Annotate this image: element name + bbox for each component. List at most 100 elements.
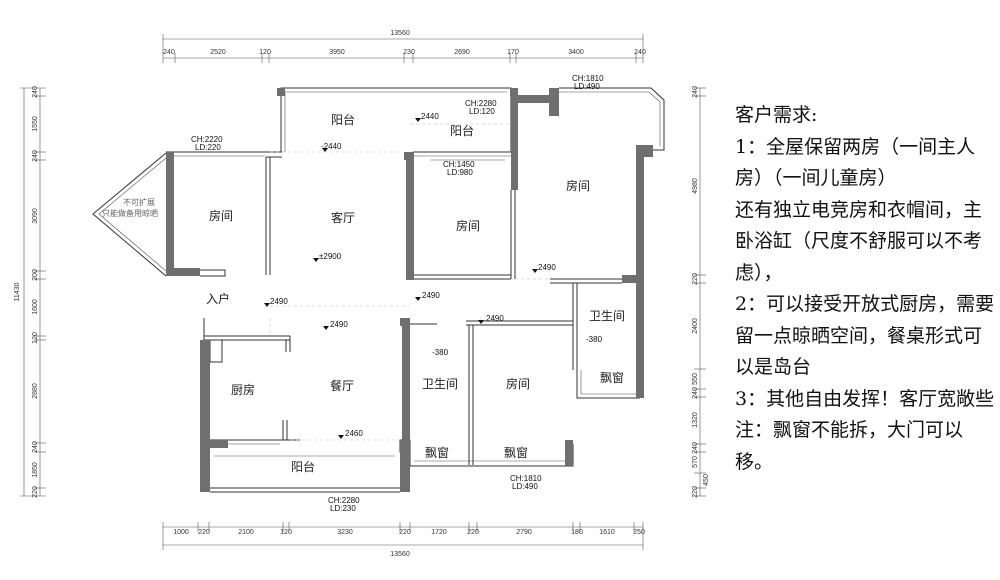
dim-bottom-2: 2100	[238, 529, 254, 536]
dim-right-10: 220	[692, 486, 699, 498]
room-balcony-top-left: 阳台	[331, 112, 355, 127]
right-dimension-chain: 240 4980 220 2400 550 240 1320 240 570 4…	[692, 86, 710, 498]
svg-text:2460: 2460	[345, 429, 363, 438]
level-mark-380-a: -380	[432, 348, 449, 357]
room-balcony-top-mid: 阳台	[450, 123, 474, 138]
room-kitchen: 厨房	[231, 382, 255, 397]
dim-right-4: 550	[692, 373, 699, 385]
annotation-ld230: LD:230	[330, 504, 356, 513]
annotation-ch1450: CH:1450	[443, 160, 475, 169]
room-bay-window-right: 飘窗	[600, 371, 624, 385]
dim-left-1: 1550	[32, 116, 39, 132]
dim-left-5: 1600	[32, 299, 39, 315]
room-living: 客厅	[331, 210, 355, 225]
note-no-expand-2: 只能做备用晾晒	[102, 208, 158, 218]
svg-text:2490: 2490	[330, 320, 348, 329]
annotation-ch1810-bottom: CH:1810	[510, 474, 542, 483]
level-mark-2490-a: 2490	[532, 263, 556, 273]
room-bay-window-2: 飘窗	[504, 446, 528, 460]
dim-top-8: 240	[634, 49, 646, 56]
dim-right-7: 240	[692, 442, 699, 454]
room-labels: 阳台 阳台 房间 客厅 房间 房间 入户 厨房 餐厅 卫生间 房间 卫生间 飘窗…	[206, 112, 625, 474]
annotation-ld220: LD:220	[195, 143, 221, 152]
svg-text:±2900: ±2900	[319, 252, 342, 261]
unexpandable-note: 不可扩展 只能做备用晾晒	[102, 197, 158, 218]
dim-top-5: 2690	[454, 49, 470, 56]
dim-left-4: 200	[32, 269, 39, 281]
level-mark-2900: ±2900	[313, 252, 342, 262]
room-bay-window-1: 飘窗	[425, 446, 449, 460]
note-no-expand-1: 不可扩展	[123, 197, 155, 207]
floor-plan: 13560 240 2520 120 3950 230 2690 170 340…	[14, 30, 710, 558]
annotation-ld120: LD:120	[469, 107, 495, 116]
dim-top-3: 3950	[329, 49, 345, 56]
dim-top-4: 230	[403, 49, 415, 56]
annotation-ch2280-bottom: CH:2280	[328, 496, 360, 505]
dim-right-0: 240	[692, 86, 699, 98]
level-mark-380-b: -380	[586, 335, 603, 344]
room-balcony-bottom: 阳台	[291, 459, 315, 474]
dim-right-6: 1320	[692, 412, 699, 428]
svg-text:-2440: -2440	[321, 142, 342, 151]
level-mark-2490-b: 2490	[415, 291, 440, 301]
level-mark-2440-b: -2440	[321, 142, 342, 152]
level-mark-2460: 2460	[338, 429, 363, 439]
room-bathroom-mid: 卫生间	[422, 377, 458, 391]
top-dimension-chain: 13560 240 2520 120 3950 230 2690 170 340…	[162, 30, 646, 63]
window-annotations: CH:2220 LD:220 CH:2280 LD:120 CH:1810 LD…	[191, 74, 604, 513]
room-bedroom-left: 房间	[209, 208, 233, 223]
note-item-4: 3：其他自由发挥！客厅宽敞些	[735, 387, 995, 410]
svg-text:2490: 2490	[422, 291, 440, 300]
note-item-5: 注：飘窗不能拆，大门可以移。	[735, 419, 964, 473]
dim-bottom-0: 1000	[173, 529, 189, 536]
annotation-ch1810-top: CH:1810	[572, 74, 604, 83]
dim-left-3: 3090	[32, 208, 39, 224]
dim-left-9: 1850	[32, 462, 39, 478]
dim-bottom-3: 120	[280, 529, 292, 536]
dim-right-1: 4980	[692, 178, 699, 194]
svg-text:2490: 2490	[486, 314, 504, 323]
svg-text:2440: 2440	[421, 112, 439, 121]
dim-bottom-1: 220	[198, 529, 210, 536]
note-item-2: 还有独立电竞房和衣帽间，主卧浴缸（尺度不舒服可以不考虑），	[735, 198, 983, 284]
dim-top-0: 240	[163, 49, 175, 56]
dim-left-2: 240	[32, 150, 39, 162]
dim-right-9: 450	[703, 474, 710, 486]
level-mark-2490-e: 2490	[478, 314, 504, 324]
level-mark-2490-c: 2490	[264, 297, 288, 307]
dim-top-2: 120	[259, 49, 271, 56]
room-entry: 入户	[206, 291, 230, 306]
dim-bottom-11: 250	[633, 529, 645, 536]
svg-text:2490: 2490	[270, 297, 288, 306]
dim-bottom-7: 220	[467, 529, 479, 536]
annotation-ld980: LD:980	[447, 168, 473, 177]
structural-walls	[166, 88, 653, 492]
dim-bottom-10: 1610	[599, 529, 615, 536]
dim-left-overall: 11430	[14, 282, 21, 301]
dim-bottom-6: 1720	[431, 529, 447, 536]
note-item-1: 1：全屋保留两房（一间主人房）（一间儿童房）	[735, 135, 976, 190]
dim-top-overall: 13560	[390, 30, 410, 37]
dim-left-6: 120	[32, 332, 39, 344]
dim-bottom-5: 220	[399, 529, 411, 536]
level-mark-2490-d: 2490	[323, 320, 348, 330]
dim-right-5: 240	[692, 387, 699, 399]
left-dimension-chain: 11430 240 1550 240 3090 200 1600 120 288…	[14, 86, 46, 498]
dim-right-8: 570	[692, 456, 699, 468]
svg-text:2490: 2490	[538, 263, 556, 272]
room-bathroom-right: 卫生间	[589, 309, 625, 323]
client-requirements: 客户需求: 1：全屋保留两房（一间主人房）（一间儿童房） 还有独立电竞房和衣帽间…	[735, 100, 997, 478]
dim-left-10: 220	[32, 486, 39, 498]
dim-left-7: 2880	[32, 383, 39, 399]
notes-heading: 客户需求:	[735, 104, 818, 126]
dim-left-0: 240	[32, 86, 39, 98]
annotation-ld490-top: LD:490	[574, 82, 600, 91]
dim-bottom-overall: 13560	[390, 551, 410, 558]
outline-lines	[92, 87, 665, 493]
dim-bottom-8: 2790	[516, 529, 532, 536]
dim-top-1: 2520	[210, 49, 226, 56]
dim-top-6: 170	[507, 49, 519, 56]
annotation-ld490-bottom: LD:490	[512, 482, 538, 491]
annotation-ch2220: CH:2220	[191, 135, 223, 144]
room-bedroom-lower: 房间	[506, 376, 530, 391]
